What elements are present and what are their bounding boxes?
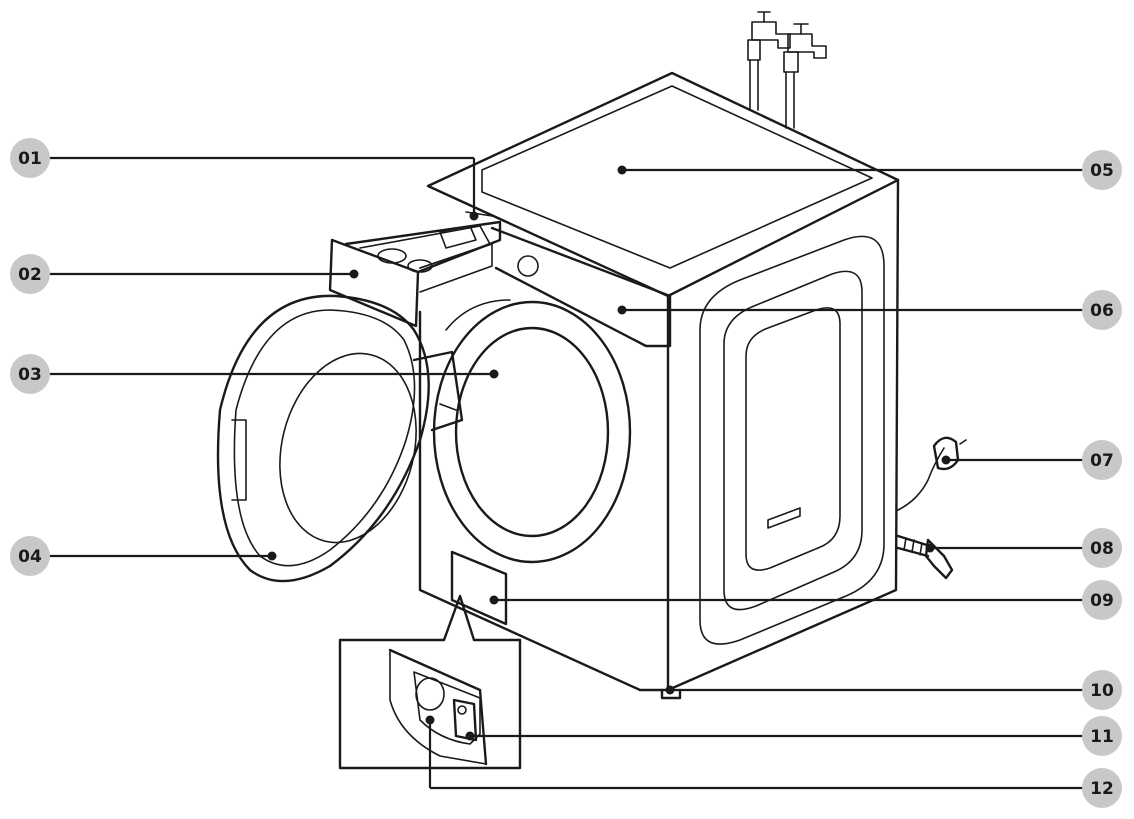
badge-03: 03 [10, 354, 50, 394]
power-plug [897, 436, 967, 511]
badge-circle [1082, 440, 1122, 480]
badge-07: 07 [1082, 440, 1122, 480]
badge-label: 01 [18, 149, 42, 169]
door [216, 294, 464, 583]
badge-label: 09 [1090, 591, 1114, 611]
leader-dots [267, 165, 951, 741]
badge-circle [1082, 580, 1122, 620]
washer-cabinet [418, 71, 900, 700]
badge-label: 03 [18, 365, 42, 385]
badge-label: 12 [1090, 779, 1114, 799]
badge-label: 02 [18, 265, 42, 285]
dot-10 [665, 685, 675, 695]
badge-08: 08 [1082, 528, 1122, 568]
dot-09 [489, 595, 499, 605]
badge-label: 10 [1090, 681, 1114, 701]
badge-05: 05 [1082, 150, 1122, 190]
badge-04: 04 [10, 536, 50, 576]
filter-inset [338, 594, 522, 770]
badge-circle [1082, 528, 1122, 568]
leader-lines [44, 156, 1086, 790]
badge-circle [1082, 670, 1122, 710]
dot-12 [425, 715, 435, 725]
water-taps-illustration [747, 11, 827, 129]
dot-04 [267, 551, 277, 561]
badge-label: 05 [1090, 161, 1114, 181]
badge-12: 12 [1082, 768, 1122, 808]
badge-circle [1082, 290, 1122, 330]
badge-circle [1082, 150, 1122, 190]
badge-02: 02 [10, 254, 50, 294]
badge-circle [1082, 768, 1122, 808]
badge-label: 07 [1090, 451, 1114, 471]
dot-02 [349, 269, 359, 279]
dot-08 [925, 543, 935, 553]
dot-01 [469, 211, 479, 221]
dot-03 [489, 369, 499, 379]
drum [432, 299, 632, 564]
badge-06: 06 [1082, 290, 1122, 330]
badge-label: 06 [1090, 301, 1114, 321]
badge-circle [10, 254, 50, 294]
badge-circle [1082, 716, 1122, 756]
dot-07 [941, 455, 951, 465]
drain-hose [896, 534, 954, 580]
badge-09: 09 [1082, 580, 1122, 620]
badge-label: 11 [1090, 727, 1114, 747]
callout-badges: 01 02 03 04 05 06 07 08 [10, 138, 1122, 808]
badge-circle [10, 536, 50, 576]
dot-06 [617, 305, 627, 315]
badge-label: 08 [1090, 539, 1114, 559]
badge-01: 01 [10, 138, 50, 178]
badge-11: 11 [1082, 716, 1122, 756]
badge-label: 04 [18, 547, 42, 567]
filter-cover [450, 550, 508, 626]
dot-11 [465, 731, 475, 741]
badge-circle [10, 138, 50, 178]
detergent-drawer [328, 211, 502, 328]
badge-10: 10 [1082, 670, 1122, 710]
dot-05 [617, 165, 627, 175]
badge-circle [10, 354, 50, 394]
